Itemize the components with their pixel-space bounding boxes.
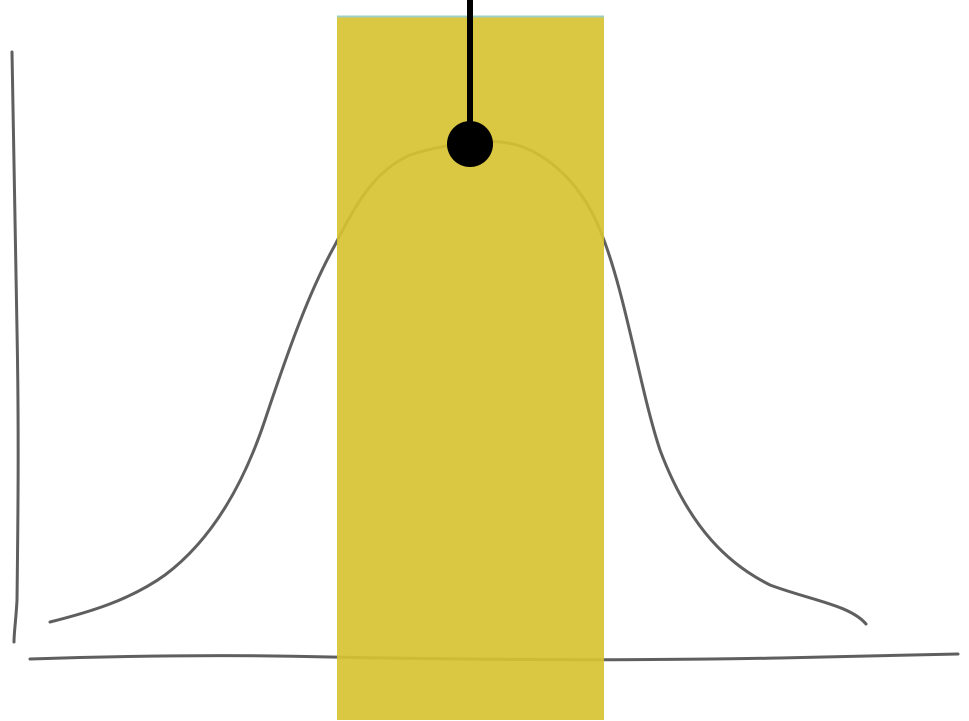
pin-marker-icon: [447, 0, 493, 167]
pin-marker-dot: [447, 121, 493, 167]
y-axis: [10, 50, 20, 644]
